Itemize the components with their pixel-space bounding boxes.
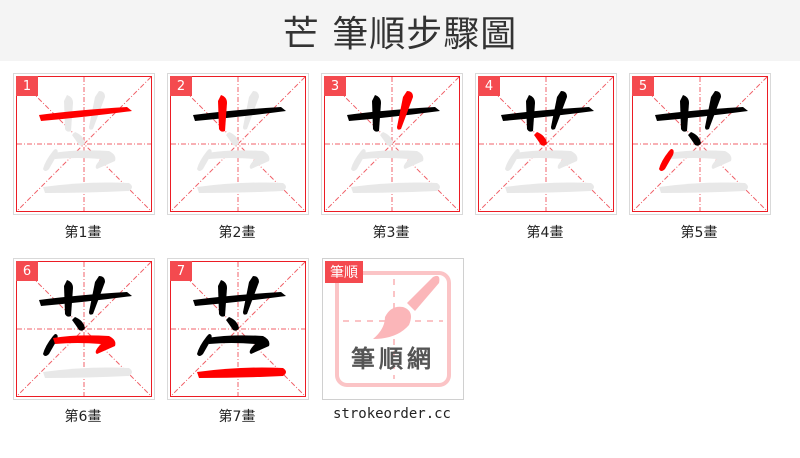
step-number-badge: 5 [632, 76, 654, 96]
brush-icon [335, 271, 451, 387]
stroke-step-3: 3 [321, 73, 463, 215]
strokeorder-logo[interactable]: 筆順 筆順網 [322, 258, 464, 400]
logo-badge: 筆順 [325, 261, 363, 283]
site-link[interactable]: strokeorder.cc [332, 406, 451, 422]
stroke-step-6: 6 [13, 258, 155, 400]
step-label: 第4畫 [526, 225, 564, 241]
stroke-step-2: 2 [167, 73, 309, 215]
step-number-badge: 4 [478, 76, 500, 96]
step-number-badge: 7 [170, 261, 192, 281]
page-header: 芒 筆順步驟圖 [0, 0, 800, 61]
step-label: 第2畫 [218, 225, 256, 241]
step-number-badge: 1 [16, 76, 38, 96]
step-number-badge: 3 [324, 76, 346, 96]
step-label: 第1畫 [64, 225, 102, 241]
stroke-step-5: 5 [629, 73, 771, 215]
step-number-badge: 6 [16, 261, 38, 281]
page-title: 芒 筆順步驟圖 [282, 13, 518, 55]
logo-text: 筆順網 [351, 345, 435, 373]
step-label: 第6畫 [64, 409, 102, 425]
step-label: 第3畫 [372, 225, 410, 241]
stroke-step-1: 1 [13, 73, 155, 215]
step-number-badge: 2 [170, 76, 192, 96]
step-label: 第5畫 [680, 225, 718, 241]
stroke-step-7: 7 [167, 258, 309, 400]
stroke-step-4: 4 [475, 73, 617, 215]
step-label: 第7畫 [218, 409, 256, 425]
